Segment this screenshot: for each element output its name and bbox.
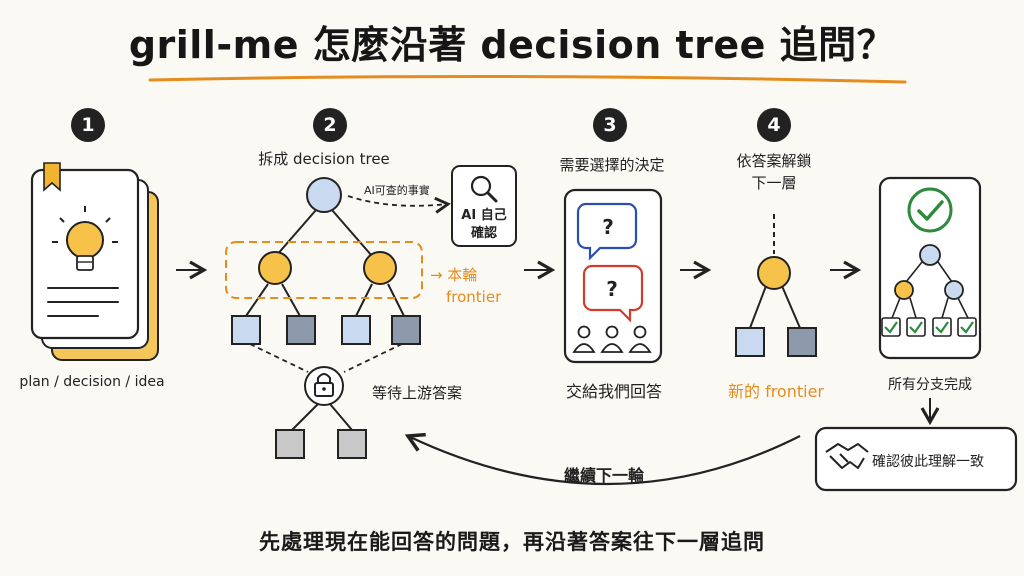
bottom-summary: 先處理現在能回答的問題，再沿著答案往下一層追問 — [259, 530, 765, 554]
wait-label: 等待上游答案 — [372, 384, 463, 402]
new-frontier-leaves — [735, 327, 817, 357]
frontier-label-line1: → 本輪 — [430, 266, 478, 284]
locked-leaf-nodes — [275, 429, 367, 459]
completed-tree-edges — [891, 261, 969, 319]
lock-icon — [304, 366, 344, 406]
consensus-label: 確認彼此理解一致 — [872, 454, 984, 470]
tree-dashed-edges — [249, 195, 451, 373]
step-3-subcaption: 交給我們回答 — [565, 382, 663, 401]
title-underline — [148, 74, 907, 84]
new-frontier-edges — [749, 285, 801, 329]
frontier-label-line2: frontier — [446, 288, 502, 306]
final-caption: 所有分支完成 — [888, 377, 972, 393]
svg-text:?: ? — [602, 215, 614, 239]
document-text-lines — [47, 287, 119, 317]
frontier-node-left — [258, 251, 292, 285]
step-badge-4: 4 — [757, 108, 791, 142]
people-icons — [572, 325, 652, 353]
page-title: grill-me 怎麼沿著 decision tree 追問？ — [128, 23, 896, 67]
step-badge-1: 1 — [71, 108, 105, 142]
ai-box-line2: 確認 — [470, 226, 498, 241]
loop-back-arrow — [404, 432, 801, 485]
step-4-caption-line1: 依答案解鎖 — [736, 152, 812, 170]
step-1-caption: plan / decision / idea — [19, 374, 165, 390]
tree-edges — [245, 209, 405, 431]
completed-tree-card — [878, 176, 982, 360]
question-bubble-blue-icon: ? — [576, 202, 638, 261]
step-4-subcaption: 新的 frontier — [727, 382, 825, 401]
magnifier-icon — [470, 175, 498, 203]
svg-text:?: ? — [606, 277, 618, 301]
new-frontier-node — [757, 256, 791, 290]
document-stack-icon — [30, 162, 159, 361]
ai-box-line1: AI 自己 — [461, 208, 507, 223]
frontier-dashed-box — [225, 241, 423, 299]
frontier-node-right — [363, 251, 397, 285]
completed-mid-node-right — [944, 280, 964, 300]
lightbulb-icon — [52, 206, 118, 271]
tree-leaf-nodes — [231, 315, 421, 345]
completed-root-node — [919, 244, 941, 266]
check-circle-icon — [907, 187, 953, 233]
step-3-caption: 需要選擇的決定 — [559, 156, 665, 174]
ai-confirm-box — [451, 165, 517, 247]
step-2-caption: 拆成 decision tree — [258, 150, 390, 168]
completed-mid-node-left — [894, 280, 914, 300]
fact-label: AI可查的事實 — [364, 184, 430, 197]
step-4-caption-line2: 下一層 — [751, 174, 797, 192]
tree-root-node — [306, 177, 342, 213]
loop-label: 繼續下一輪 — [563, 466, 645, 485]
consensus-box — [814, 426, 1018, 492]
completed-checkbox-icons — [881, 317, 977, 337]
step-badge-2: 2 — [313, 108, 347, 142]
question-bubble-red-icon: ? — [582, 264, 644, 323]
step-badge-3: 3 — [593, 108, 627, 142]
handshake-icon — [825, 443, 869, 469]
